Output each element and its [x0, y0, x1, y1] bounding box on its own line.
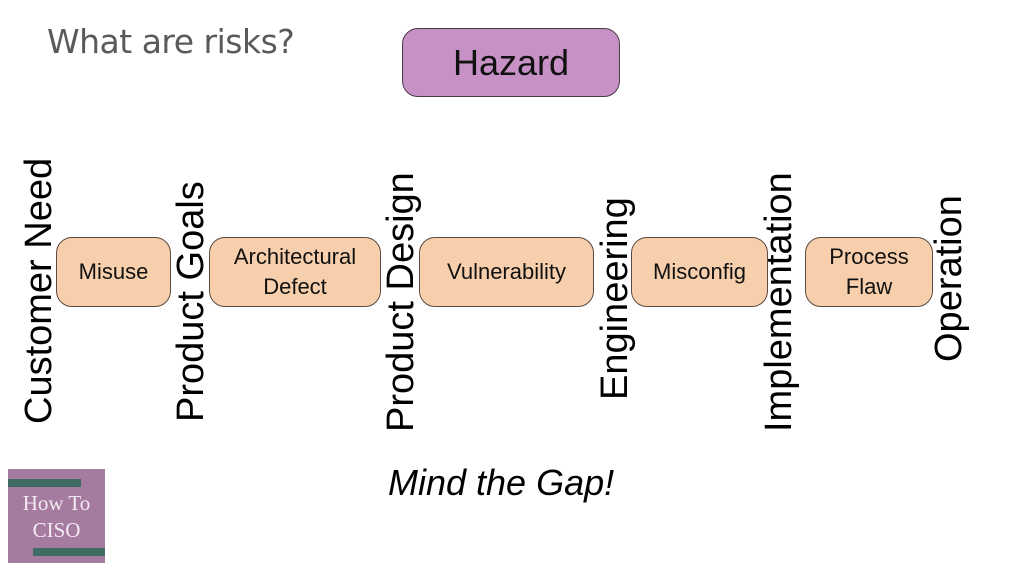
stage-implementation: Implementation	[758, 172, 800, 432]
stage-product-goals: Product Goals	[170, 181, 212, 422]
risk-box-vulnerability: Vulnerability	[419, 237, 594, 307]
logo-text-line2: CISO	[32, 518, 81, 542]
slide-title: What are risks?	[47, 22, 295, 61]
risk-label-line1: Architectural	[233, 244, 357, 270]
risk-box-misconfig: Misconfig	[631, 237, 768, 307]
hazard-box: Hazard	[402, 28, 620, 97]
risk-label-line1: Process	[829, 244, 909, 270]
stage-operation: Operation	[928, 195, 970, 362]
how-to-ciso-logo: How To CISO	[8, 469, 105, 563]
risk-label: Misconfig	[653, 259, 746, 285]
stage-customer-need: Customer Need	[18, 157, 60, 424]
risk-label: Misuse	[78, 259, 149, 285]
footer-caption: Mind the Gap!	[388, 462, 615, 503]
risk-label-line2: Defect	[263, 274, 327, 299]
hazard-label: Hazard	[452, 41, 570, 83]
risk-label-line2: Flaw	[845, 274, 893, 299]
logo-text-line1: How To	[22, 491, 91, 515]
stage-product-design: Product Design	[380, 172, 422, 432]
logo-bar-bottom	[33, 548, 105, 556]
risk-label: Vulnerability	[446, 259, 567, 285]
stage-engineering: Engineering	[594, 197, 636, 400]
risk-box-misuse: Misuse	[56, 237, 171, 307]
logo-bar-top	[8, 479, 81, 487]
